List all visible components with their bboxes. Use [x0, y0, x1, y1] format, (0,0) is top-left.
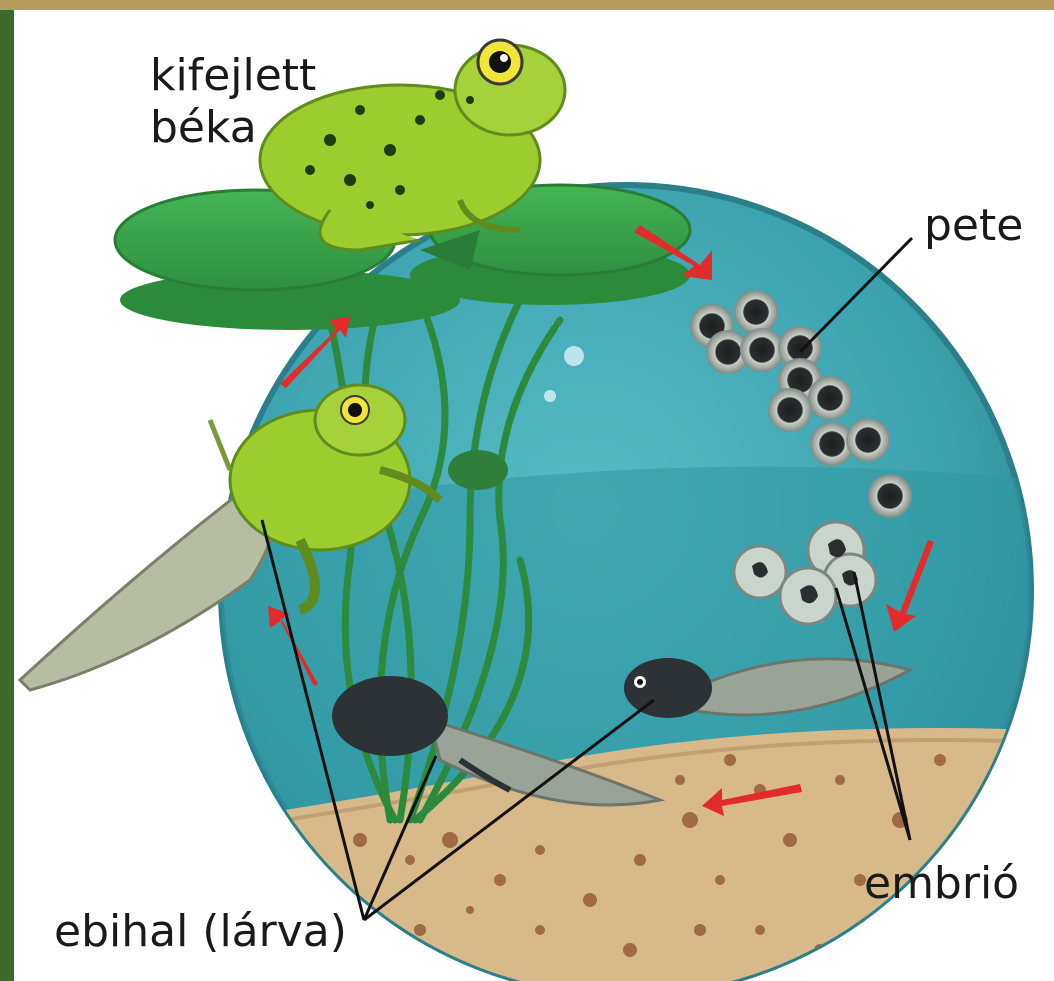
left-border-strip [0, 0, 14, 981]
label-adult-line-2: béka [150, 102, 316, 154]
label-adult-line-1: kifejlett [150, 50, 316, 102]
top-border-strip [0, 0, 1054, 10]
label-adult-frog: kifejlett béka [150, 50, 316, 154]
label-tadpole: ebihal (lárva) [54, 906, 347, 958]
label-egg: pete [924, 200, 1023, 252]
label-embryo: embrió [864, 858, 1019, 910]
